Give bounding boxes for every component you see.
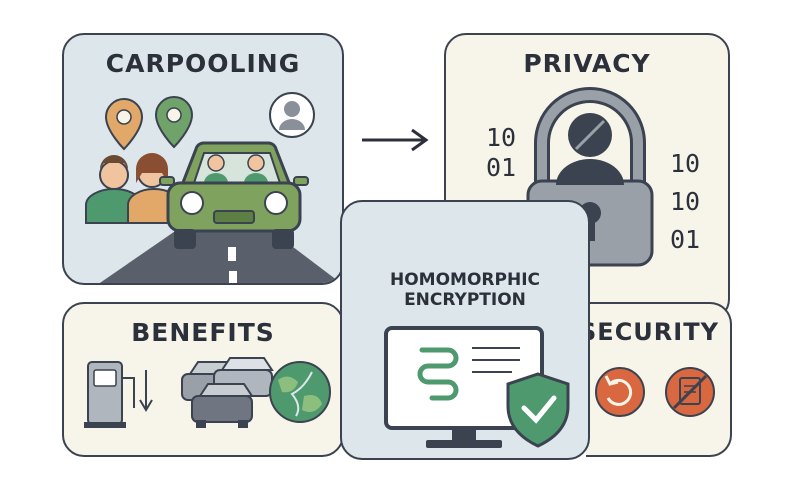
people-icon: [85, 153, 181, 224]
security-title: SECURITY: [579, 318, 719, 346]
earth-icon: [269, 361, 331, 423]
anonymous-user-icon: [556, 113, 624, 185]
binary-digits: 01: [670, 225, 701, 254]
homomorphic-title: HOMOMORPHIC ENCRYPTION: [342, 270, 588, 310]
benefits-title: BENEFITS: [131, 318, 275, 347]
arrow-right-icon: [362, 128, 429, 152]
location-pin-icon: [104, 98, 144, 151]
carpooling-title: CARPOOLING: [105, 49, 301, 78]
binary-left: 10 01: [486, 123, 516, 183]
road-icon: [99, 225, 341, 283]
homomorphic-illustration: [384, 326, 570, 448]
benefits-panel: BENEFITS: [62, 302, 344, 457]
privacy-title: PRIVACY: [523, 49, 651, 78]
binary-digits: 10: [670, 187, 701, 216]
carpooling-illustration: [85, 92, 341, 283]
car-icon: [159, 141, 309, 249]
binary-right: 10 10 01: [670, 145, 700, 259]
binary-digits: 10: [670, 149, 701, 178]
no-document-icon: [665, 367, 715, 417]
security-icons: [595, 367, 715, 417]
traffic-cars-icon: [181, 357, 274, 428]
benefits-icons: [84, 357, 331, 428]
homomorphic-encryption-panel: HOMOMORPHIC ENCRYPTION: [340, 200, 590, 460]
fuel-pump-icon: [84, 361, 153, 428]
shield-check-icon: [506, 372, 570, 448]
carpooling-panel: CARPOOLING: [62, 33, 344, 285]
location-pin-icon: [154, 96, 194, 149]
refresh-icon: [595, 367, 645, 417]
security-panel: SECURITY: [579, 302, 732, 457]
user-avatar-icon: [269, 92, 315, 138]
homomorphic-title-line2: ENCRYPTION: [404, 290, 526, 310]
homomorphic-title-line1: HOMOMORPHIC: [390, 270, 540, 290]
binary-digits: 10: [486, 123, 517, 152]
binary-digits: 01: [486, 153, 517, 182]
